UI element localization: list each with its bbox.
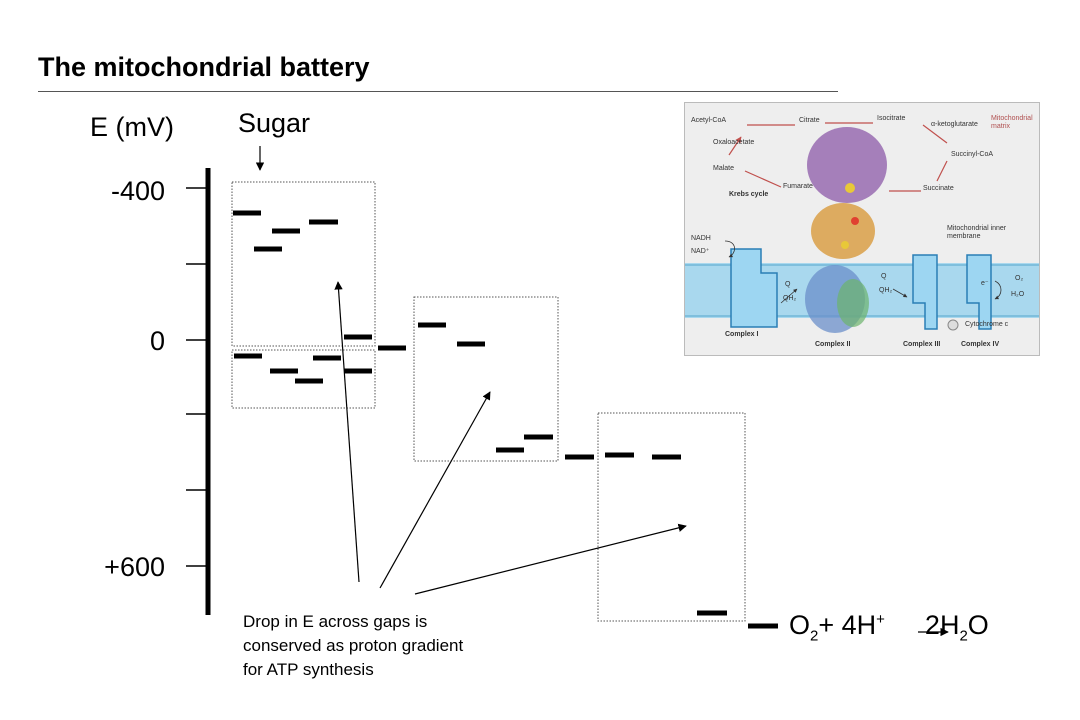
tick-label-minus-400: -400: [110, 176, 165, 206]
caption-line: conserved as proton gradient: [243, 636, 464, 655]
cytochrome-c-dot: [947, 319, 959, 331]
complex-box-4: [597, 412, 746, 622]
complex-box-1b: [231, 349, 376, 409]
label-oxaloacetate: Oxaloacetate: [713, 139, 755, 146]
inset-artwork: [685, 122, 1039, 333]
label-q-1: Q: [785, 281, 791, 288]
electron-transport-chain-figure: Acetyl-CoA Citrate Isocitrate α-ketoglut…: [684, 102, 1040, 356]
label-nad: NAD⁺: [691, 248, 710, 255]
complex-box-3: [413, 296, 559, 462]
label-complex-ii: Complex II: [815, 341, 851, 348]
pointer-arrow-2: [379, 391, 491, 589]
caption: Drop in E across gaps is conserved as pr…: [243, 610, 573, 682]
complex-i-shape: [730, 248, 778, 328]
label-complex-iv: Complex IV: [961, 341, 1000, 348]
label-complex-i: Complex I: [725, 331, 759, 338]
equation-product-oxygen: O: [967, 610, 989, 640]
label-complex-iii: Complex III: [903, 341, 941, 348]
tick-label-plus-600: +600: [104, 552, 165, 582]
label-cytochrome-c: Cytochrome c: [965, 321, 1009, 328]
complex-iii-shape: [912, 254, 938, 330]
axis-title: E (mV): [90, 112, 174, 142]
sugar-label: Sugar: [238, 108, 311, 138]
equation-protons: + 4H: [818, 610, 877, 640]
label-citrate: Citrate: [799, 117, 820, 124]
krebs-cycle-arrows: [728, 122, 948, 192]
label-acetyl-coa: Acetyl-CoA: [691, 117, 727, 124]
label-malate: Malate: [713, 165, 735, 172]
pointer-arrow-1: [334, 281, 360, 583]
label-electron: e⁻: [981, 280, 989, 287]
label-inner-membrane: Mitochondrial inner membrane: [947, 225, 1007, 240]
complex-iv-shape: [966, 254, 992, 330]
tick-label-zero: 0: [149, 326, 165, 356]
pointer-arrow-3: [414, 523, 687, 595]
caption-line: for ATP synthesis: [243, 660, 374, 679]
title-underline: [38, 91, 838, 92]
redox-levels: [233, 210, 778, 629]
label-fumarate: Fumarate: [783, 183, 813, 190]
label-q-2: Q: [881, 273, 887, 280]
equation-proton-charge: +: [876, 611, 885, 628]
reaction-equation: O2+ 4H+2H2O: [789, 610, 989, 644]
label-o2: O₂: [1015, 275, 1024, 282]
label-succinyl-coa: Succinyl-CoA: [951, 151, 994, 158]
equation-product-subscript: 2: [959, 627, 968, 645]
caption-line: Drop in E across gaps is: [243, 612, 428, 631]
label-matrix: Mitochondrial matrix: [991, 115, 1033, 130]
label-krebs-cycle: Krebs cycle: [729, 191, 769, 198]
equation-product: 2H: [924, 610, 960, 640]
label-h2o: H₂O: [1011, 291, 1025, 298]
complex-ii-protein: [807, 127, 887, 203]
complex-box-1a: [231, 181, 376, 347]
slide-title: The mitochondrial battery: [38, 52, 370, 82]
equation-oxygen-subscript: 2: [810, 627, 819, 645]
label-qh2-2: QH₂: [879, 287, 893, 294]
label-ketoglutarate: α-ketoglutarate: [931, 121, 978, 128]
label-isocitrate: Isocitrate: [877, 115, 906, 122]
label-succinate: Succinate: [923, 185, 954, 192]
label-nadh: NADH: [691, 235, 711, 242]
equation-oxygen: O: [789, 610, 811, 640]
label-qh2-1: QH₂: [783, 295, 797, 302]
